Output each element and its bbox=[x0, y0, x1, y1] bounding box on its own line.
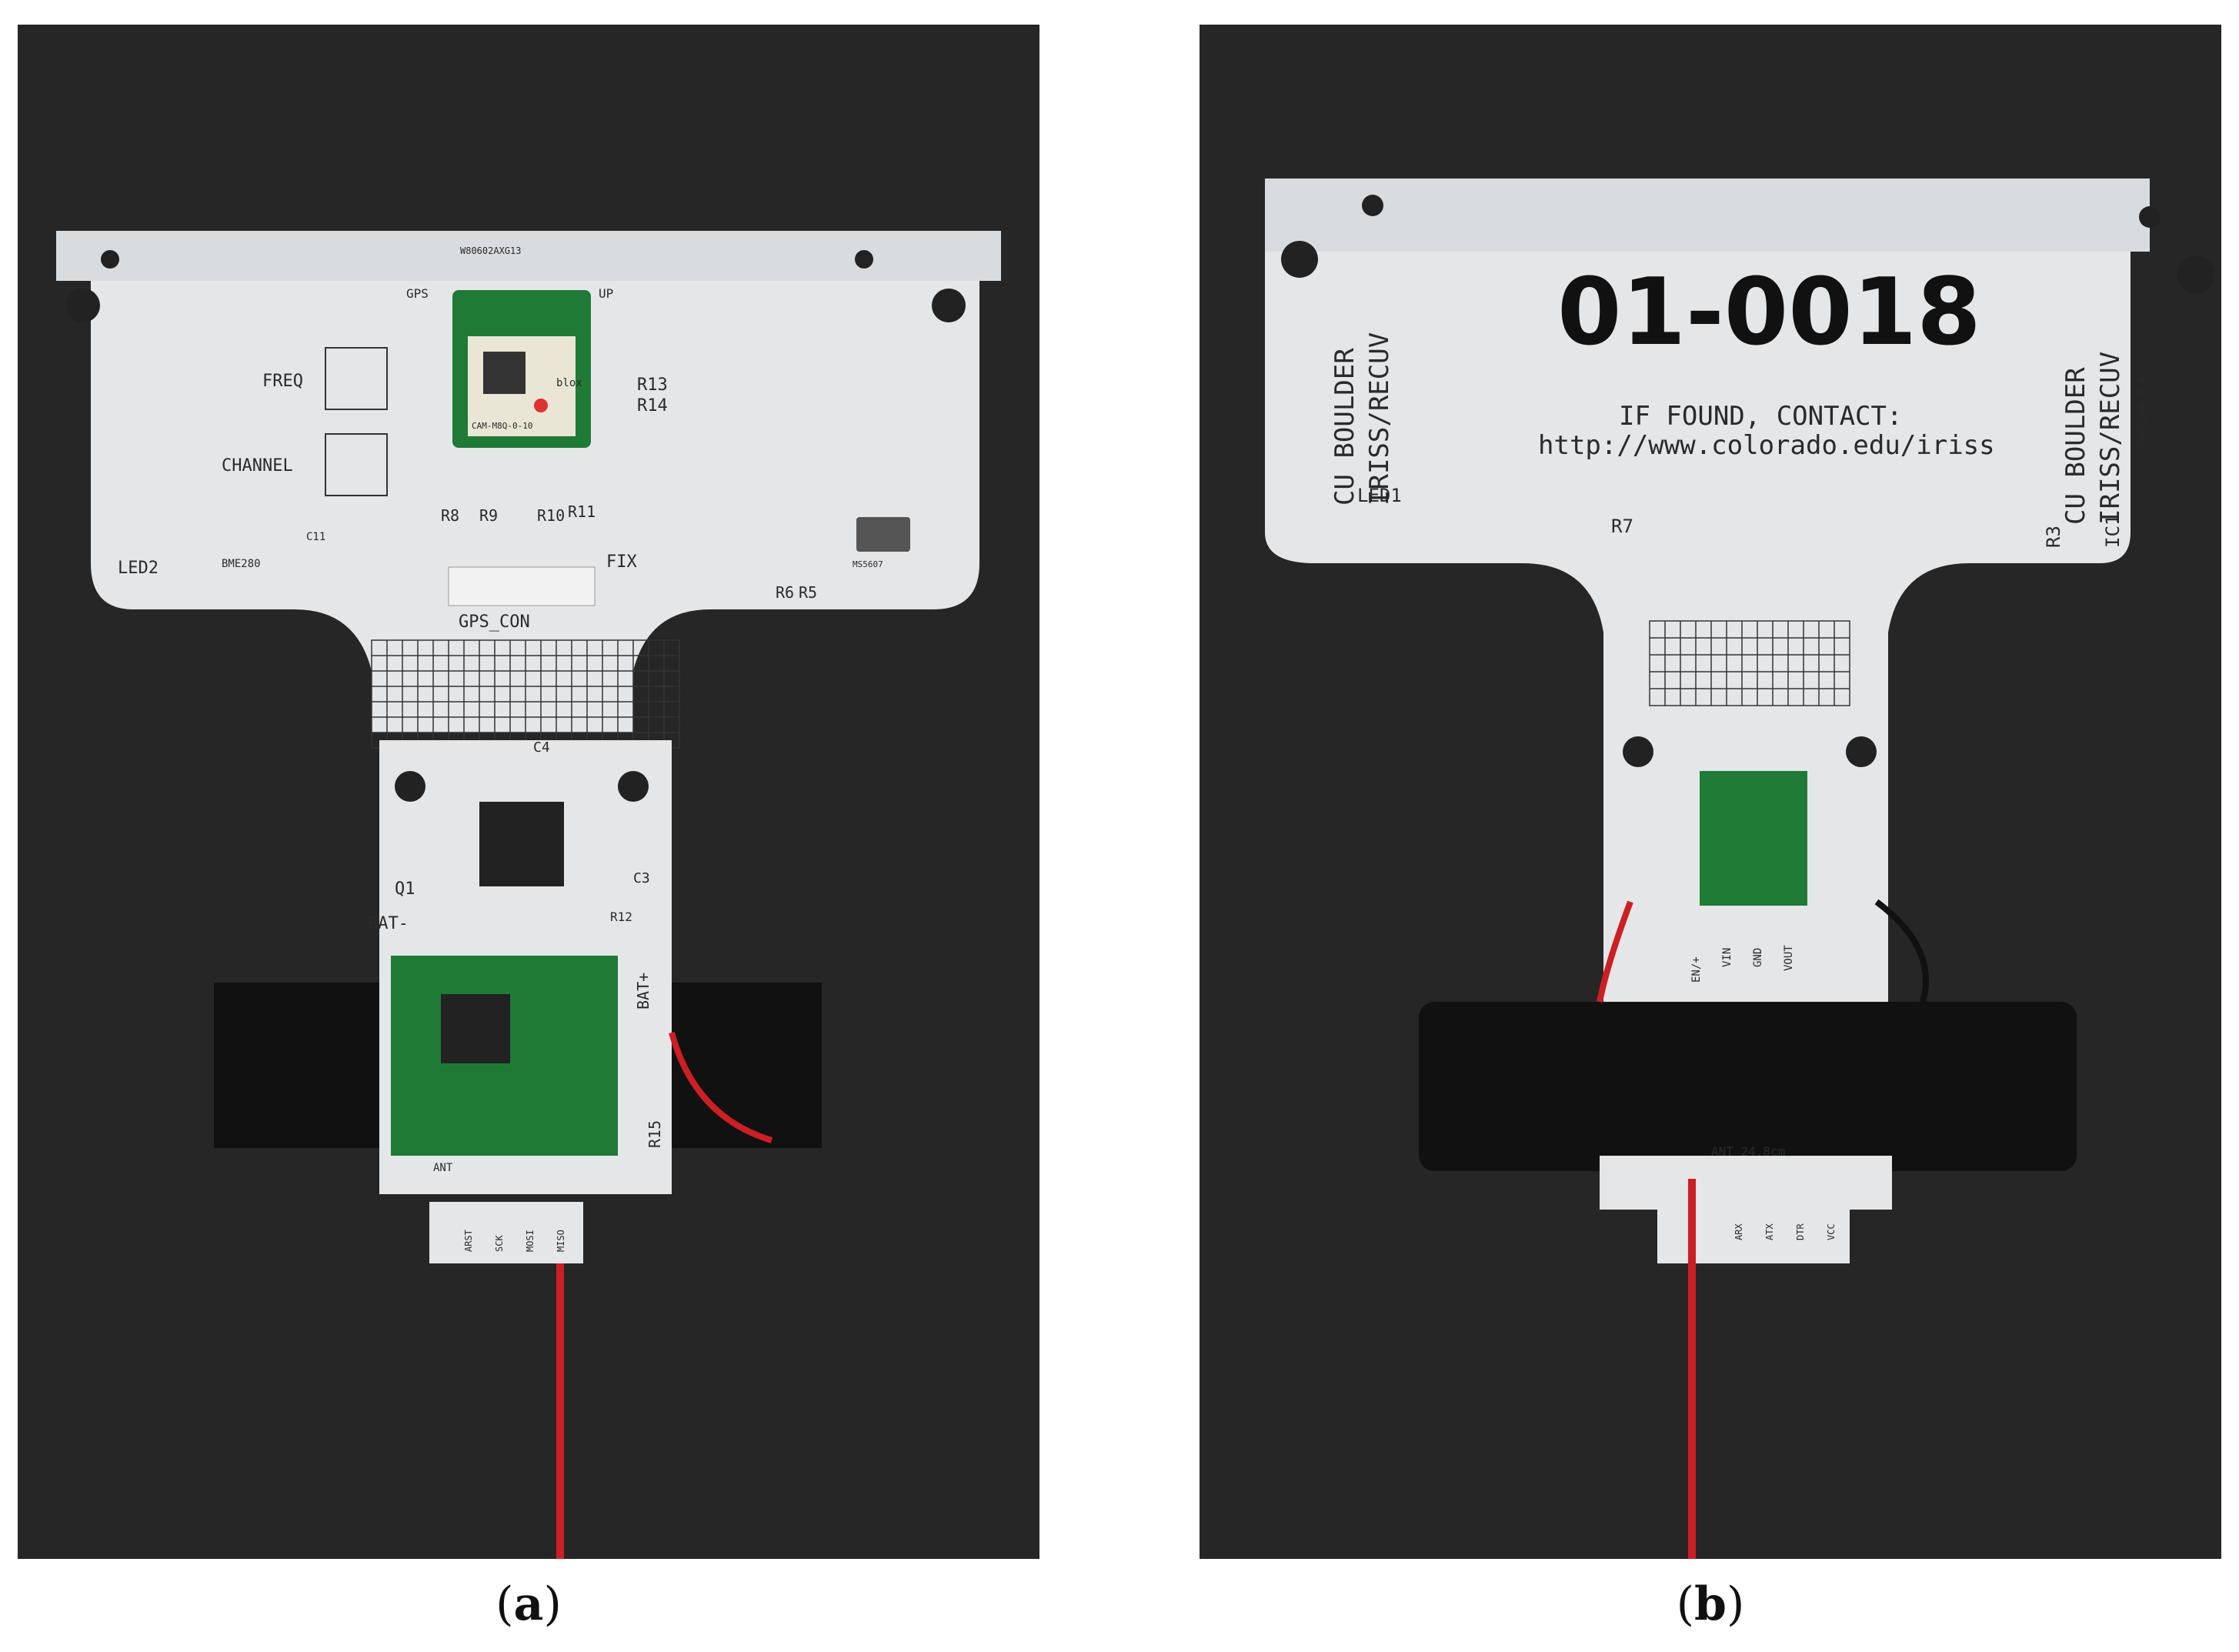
pin-mosi: MOSI bbox=[525, 1230, 536, 1252]
version-label: Version 0.4 bbox=[2137, 376, 2149, 448]
label-r14: R14 bbox=[637, 396, 668, 416]
label-r13: R13 bbox=[637, 375, 668, 395]
label-c4: C4 bbox=[533, 739, 550, 756]
gps-module-brand: blox bbox=[556, 377, 582, 389]
hole bbox=[618, 771, 649, 802]
pin-sck: SCK bbox=[494, 1235, 505, 1252]
header-board bbox=[429, 1202, 583, 1263]
pin-miso: MISO bbox=[556, 1230, 566, 1252]
label-bat-plus: BAT+ bbox=[634, 973, 652, 1010]
radio-chip bbox=[441, 994, 510, 1063]
caption-letter-a: a bbox=[513, 1577, 544, 1631]
label-serial-top: W80602AXG13 bbox=[460, 245, 521, 256]
microcontroller bbox=[479, 802, 564, 886]
hole bbox=[101, 250, 119, 269]
pin-arx: ARX bbox=[1733, 1223, 1744, 1240]
hole bbox=[1623, 736, 1653, 767]
gps-module-model: CAM-M8Q-0-10 bbox=[472, 421, 532, 431]
label-c11: C11 bbox=[306, 531, 325, 543]
pin-arst: ARST bbox=[463, 1230, 474, 1252]
hole bbox=[1362, 195, 1383, 216]
label-ic1: IC1 bbox=[2102, 515, 2124, 548]
board-top-strip bbox=[1265, 179, 2150, 252]
label-bme280: BME280 bbox=[222, 558, 261, 570]
hole bbox=[2139, 206, 2161, 228]
pcb-front-illustration: blox CAM-M8Q-0-10 FREQ CHANNEL W80602AXG… bbox=[56, 231, 1001, 1559]
board-top-body bbox=[56, 281, 979, 733]
hole bbox=[1846, 736, 1877, 767]
label-led2: LED2 bbox=[118, 559, 158, 578]
photo-panel-a: blox CAM-M8Q-0-10 FREQ CHANNEL W80602AXG… bbox=[18, 25, 1039, 1559]
pin-vin: VIN bbox=[1721, 948, 1733, 967]
handwritten-id: 01-0018 bbox=[1557, 259, 1981, 366]
label-freq: FREQ bbox=[262, 372, 303, 391]
qr-code bbox=[483, 352, 526, 394]
label-r3: R3 bbox=[2043, 526, 2064, 548]
pcb-back-illustration: 01-0018 IF FOUND, CONTACT: http://www.co… bbox=[1265, 179, 2214, 1559]
hole bbox=[395, 771, 425, 802]
label-r6: R6 bbox=[776, 583, 794, 602]
label-ms5607: MS5607 bbox=[853, 559, 883, 569]
label-gps-con: GPS_CON bbox=[459, 612, 530, 632]
photo-panel-b: 01-0018 IF FOUND, CONTACT: http://www.co… bbox=[1200, 25, 2221, 1559]
red-wire bbox=[1597, 900, 1633, 1003]
pin-dtr: DTR bbox=[1795, 1223, 1806, 1240]
hole bbox=[66, 289, 100, 322]
label-r9: R9 bbox=[479, 506, 498, 525]
hole bbox=[2177, 256, 2214, 293]
label-channel: CHANNEL bbox=[222, 456, 293, 476]
label-bat-minus: BAT- bbox=[368, 914, 409, 933]
label-up: UP bbox=[599, 286, 613, 301]
side-left-line-2: IRISS/RECUV bbox=[1364, 332, 1395, 506]
gps-connector bbox=[448, 566, 596, 606]
gps-led bbox=[534, 399, 548, 412]
pin-gnd: GND bbox=[1752, 948, 1764, 967]
label-c3: C3 bbox=[633, 870, 650, 886]
label-ant: ANT bbox=[433, 1162, 453, 1174]
label-r12: R12 bbox=[610, 909, 632, 924]
pin-vcc: VCC bbox=[1826, 1223, 1837, 1240]
label-r5: R5 bbox=[799, 583, 817, 602]
voltage-regulator bbox=[1700, 771, 1807, 906]
caption-letter-b: b bbox=[1694, 1577, 1727, 1631]
label-fix: FIX bbox=[606, 552, 637, 572]
pin-vout: VOUT bbox=[1783, 945, 1795, 971]
contact-line-2: http://www.colorado.edu/iriss bbox=[1538, 430, 1995, 461]
hole bbox=[855, 250, 873, 269]
label-r10: R10 bbox=[537, 506, 565, 525]
grid-pattern bbox=[371, 639, 680, 749]
board-top-strip bbox=[56, 231, 1001, 281]
label-gps: GPS bbox=[406, 286, 429, 301]
label-q1: Q1 bbox=[395, 879, 415, 899]
pin-en: EN/+ bbox=[1690, 956, 1703, 983]
side-left-line-1: CU BOULDER bbox=[1330, 348, 1360, 506]
side-right-line-2: IRISS/RECUV bbox=[2095, 352, 2126, 525]
hole bbox=[1281, 241, 1318, 278]
label-r15: R15 bbox=[646, 1120, 664, 1148]
ms5607-chip bbox=[856, 517, 910, 552]
hole bbox=[932, 289, 966, 322]
black-wire bbox=[1874, 899, 1929, 1003]
freq-box bbox=[325, 347, 388, 410]
contact-line-1: IF FOUND, CONTACT: bbox=[1619, 401, 1902, 432]
label-ant: ANT 24.8cm bbox=[1711, 1144, 1785, 1159]
channel-box bbox=[325, 433, 388, 496]
battery-holder bbox=[1419, 1002, 2077, 1171]
pin-atx: ATX bbox=[1764, 1223, 1775, 1240]
label-r7: R7 bbox=[1611, 516, 1633, 537]
label-r11: R11 bbox=[568, 502, 596, 521]
side-right-line-1: CU BOULDER bbox=[2060, 367, 2091, 525]
caption-b: (b) bbox=[1676, 1577, 1745, 1631]
red-wire bbox=[669, 1031, 773, 1143]
header-board bbox=[1657, 1179, 1850, 1263]
grid-pattern bbox=[1649, 620, 1850, 706]
label-r8: R8 bbox=[441, 506, 459, 525]
label-led1: LED1 bbox=[1357, 485, 1402, 506]
caption-a: (a) bbox=[496, 1577, 562, 1631]
